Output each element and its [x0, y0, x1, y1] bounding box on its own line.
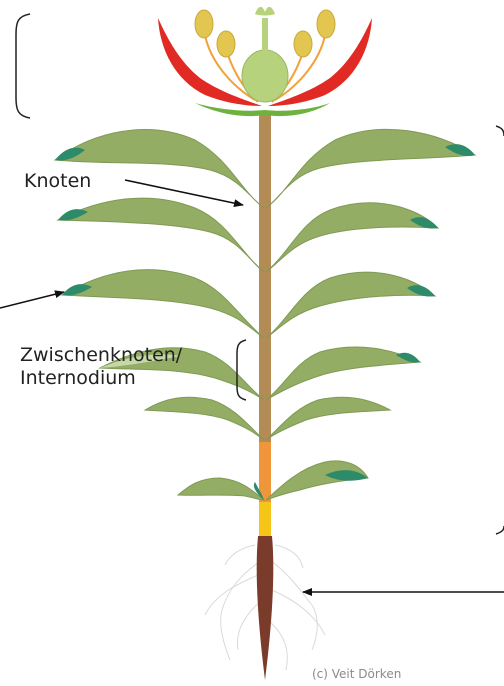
copyright-text: (c) Veit Dörken — [312, 667, 401, 681]
leaf-pair-3 — [62, 270, 435, 338]
internodium-label: Internodium — [20, 367, 136, 390]
zwischenknoten-label: Zwischenknoten/ — [20, 344, 182, 367]
right-bracket-bottom — [496, 526, 504, 534]
right-bracket-top — [496, 126, 504, 136]
stem — [259, 112, 271, 442]
ovary — [242, 50, 288, 102]
flower — [158, 7, 372, 116]
flower-bracket — [16, 14, 30, 118]
sepals — [195, 103, 330, 116]
leaf-pair-6 — [178, 461, 368, 500]
stigma — [255, 7, 275, 16]
leaf-pair-2 — [58, 198, 438, 272]
leaf-arrow — [0, 292, 64, 308]
knoten-label: Knoten — [24, 170, 91, 193]
internode-bracket — [237, 340, 246, 400]
main-root — [257, 536, 274, 680]
stem-yellow-section — [259, 502, 271, 536]
